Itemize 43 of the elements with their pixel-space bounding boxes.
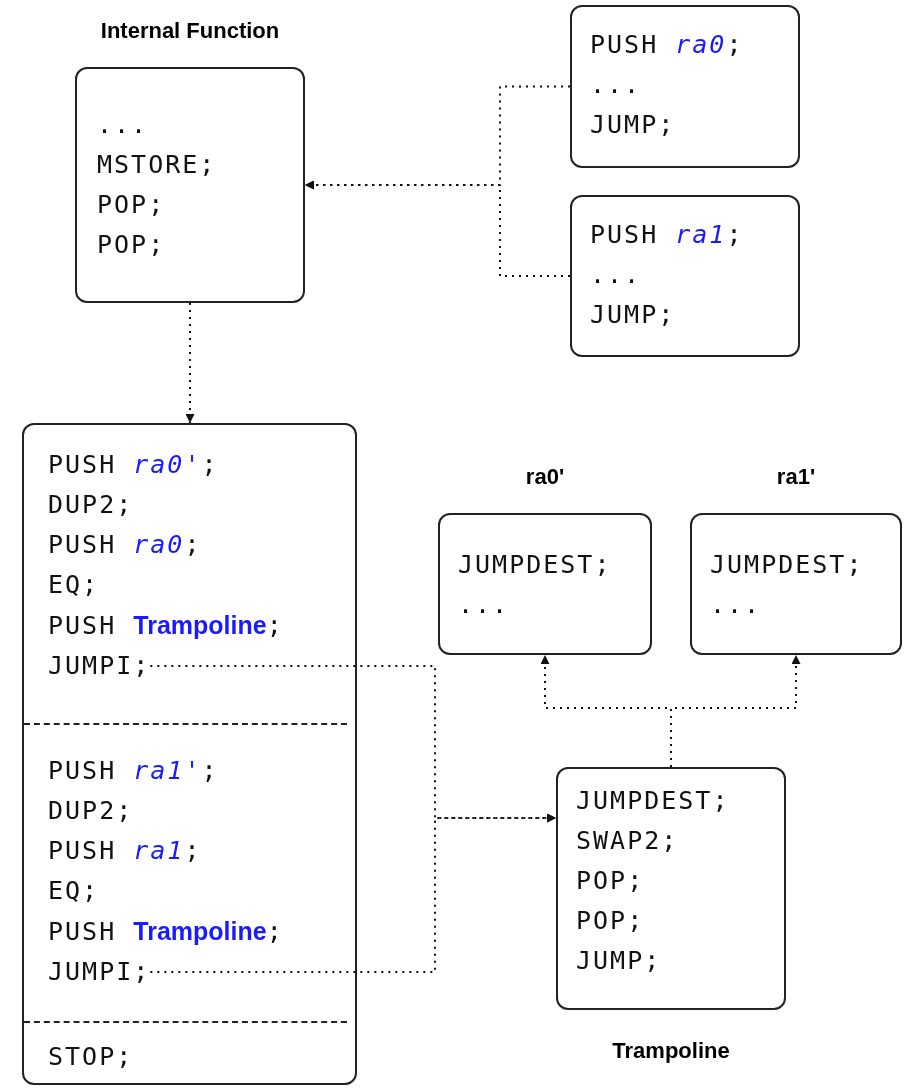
code-line: JUMPI; bbox=[48, 956, 151, 988]
code-line: JUMPDEST; bbox=[710, 549, 864, 581]
code-line: EQ; bbox=[48, 875, 100, 907]
code-line: JUMPDEST; bbox=[458, 549, 612, 581]
code-line: PUSH ra0'; bbox=[48, 449, 219, 481]
code-line: JUMP; bbox=[576, 945, 662, 977]
block-heading: Internal Function bbox=[100, 18, 280, 43]
code-line: PUSH ra1; bbox=[48, 835, 202, 867]
code-line: STOP; bbox=[48, 1041, 134, 1073]
code-line: JUMP; bbox=[590, 109, 676, 141]
code-line: JUMPDEST; bbox=[576, 785, 730, 817]
code-line: POP; bbox=[97, 189, 166, 221]
block-caption: Trampoline bbox=[612, 1038, 730, 1063]
code-line: MSTORE; bbox=[97, 149, 217, 181]
block-heading: ra0' bbox=[525, 464, 565, 489]
code-line: ... bbox=[590, 259, 642, 291]
code-block bbox=[570, 5, 800, 168]
code-block bbox=[22, 423, 357, 1085]
dotted-arrow bbox=[185, 302, 195, 424]
code-line: ... bbox=[458, 589, 510, 621]
code-line: JUMPI; bbox=[48, 650, 151, 682]
dotted-arrow bbox=[670, 654, 801, 768]
code-line: POP; bbox=[576, 905, 645, 937]
code-line: SWAP2; bbox=[576, 825, 679, 857]
code-line: POP; bbox=[97, 229, 166, 261]
block-heading: ra1' bbox=[776, 464, 816, 489]
code-line: PUSH ra1'; bbox=[48, 755, 219, 787]
code-line: ... bbox=[710, 589, 762, 621]
code-line: JUMP; bbox=[590, 299, 676, 331]
code-line: ... bbox=[590, 69, 642, 101]
code-line: ... bbox=[97, 109, 149, 141]
code-line: DUP2; bbox=[48, 795, 134, 827]
code-line: EQ; bbox=[48, 569, 100, 601]
dotted-arrow bbox=[304, 180, 571, 277]
code-line: PUSH Trampoline; bbox=[48, 916, 284, 948]
dotted-arrow bbox=[149, 813, 557, 973]
code-line: DUP2; bbox=[48, 489, 134, 521]
code-line: PUSH ra0; bbox=[590, 29, 744, 61]
code-line: POP; bbox=[576, 865, 645, 897]
code-block bbox=[570, 195, 800, 357]
code-line: PUSH ra1; bbox=[590, 219, 744, 251]
code-line: PUSH Trampoline; bbox=[48, 610, 284, 642]
code-line: PUSH ra0; bbox=[48, 529, 202, 561]
